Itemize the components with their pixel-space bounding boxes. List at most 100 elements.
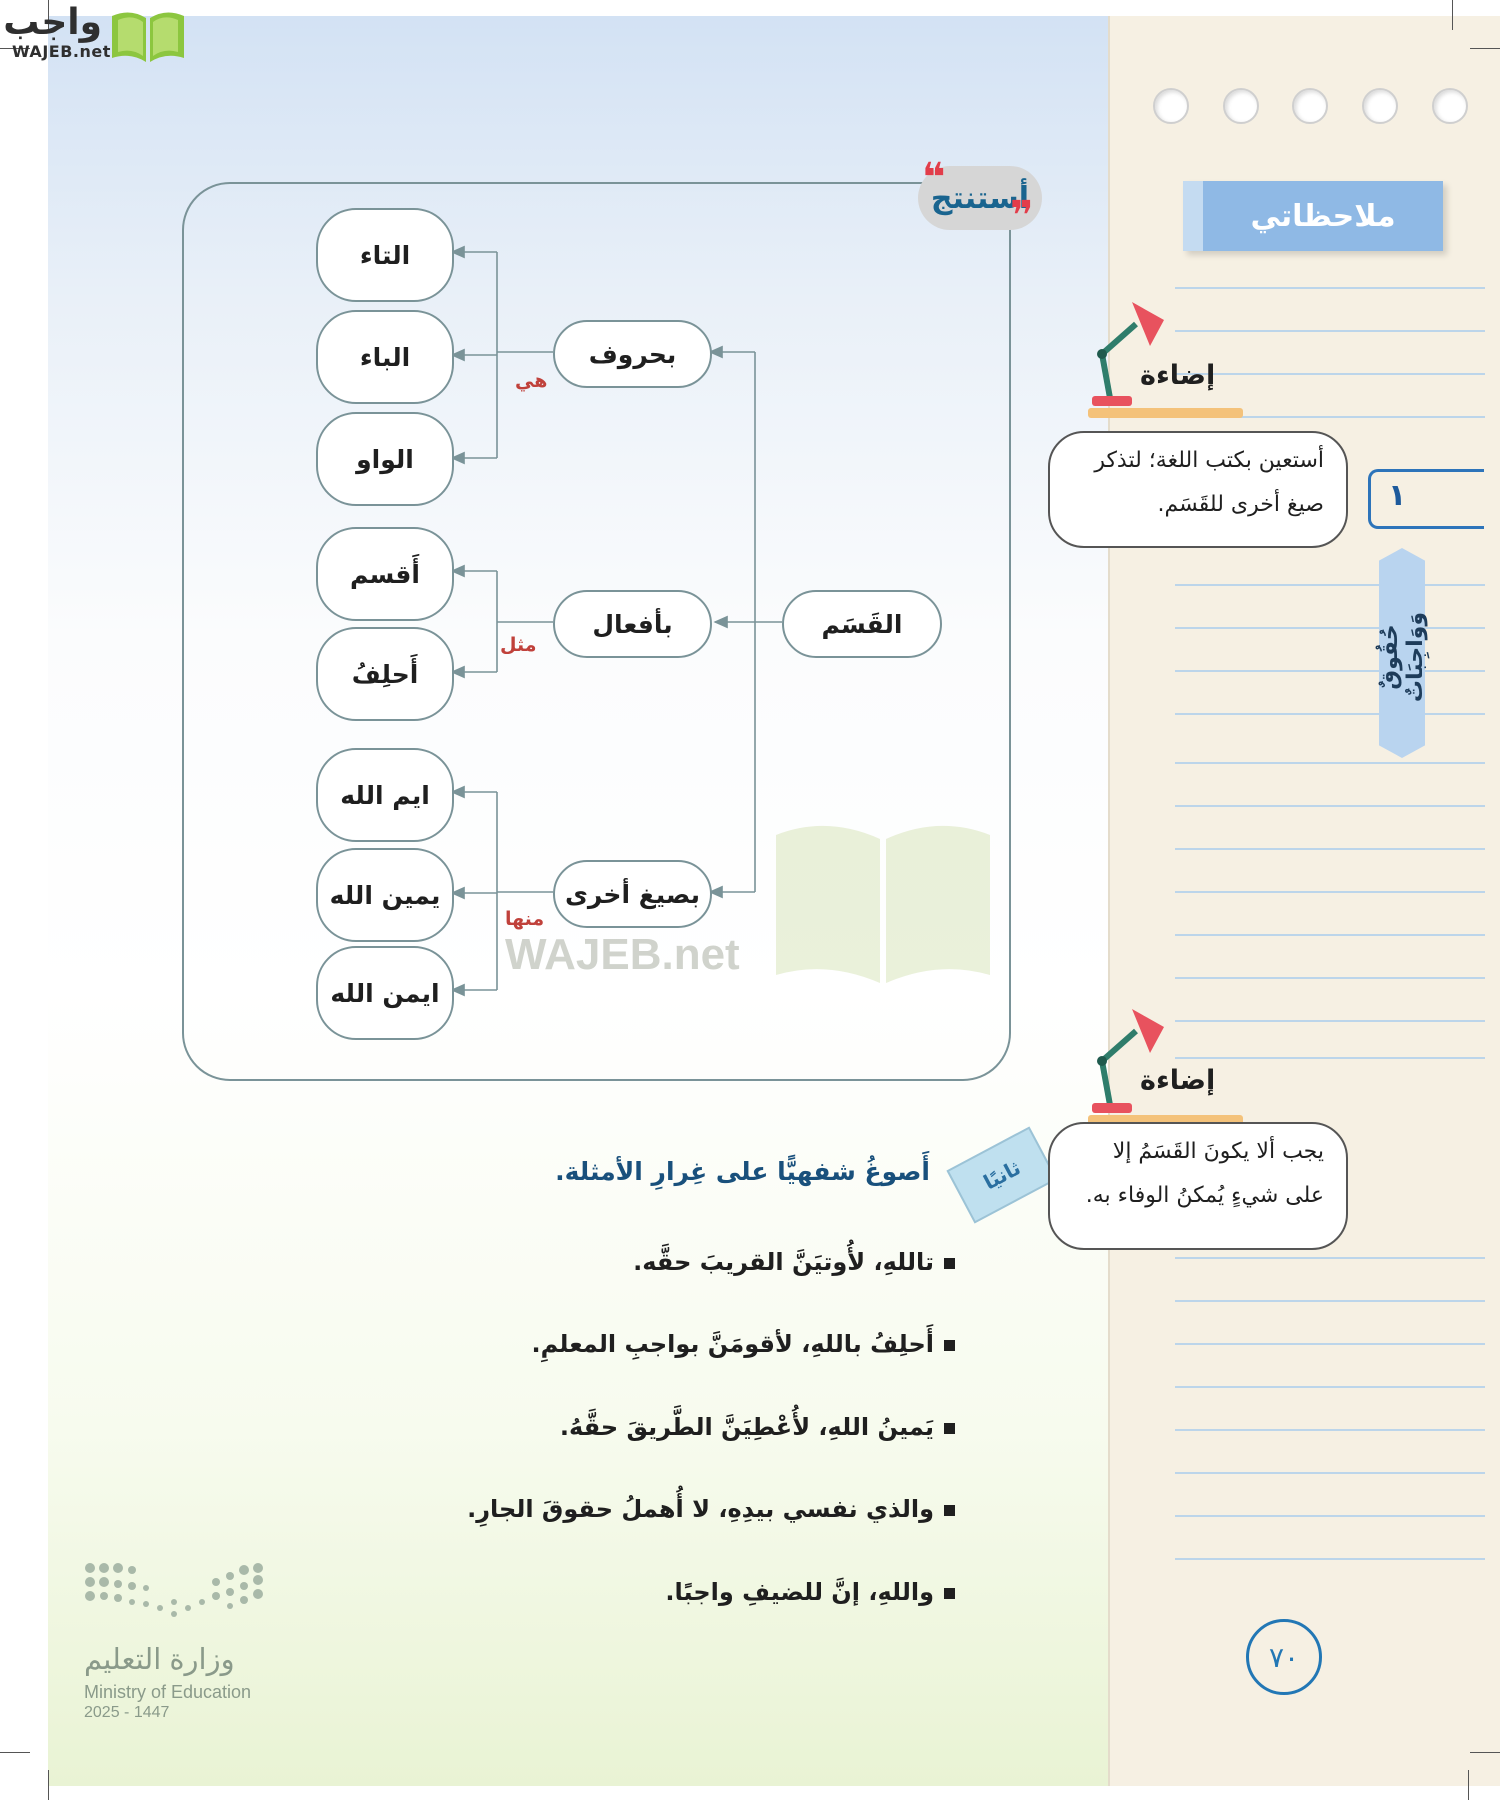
crop-mark bbox=[1470, 48, 1500, 49]
root-node: القَسَم bbox=[782, 590, 942, 658]
example-item: واللهِ، إنَّ للضيفِ واجبًا. bbox=[665, 1578, 955, 1606]
quote-open-icon: ❝ bbox=[922, 155, 946, 201]
conclude-label: أستنتج bbox=[930, 180, 1030, 216]
example-item: يَمينُ اللهِ، لأُعْطِيَنَّ الطَّريقَ حقَ… bbox=[560, 1413, 955, 1441]
notes-line bbox=[1175, 1343, 1485, 1345]
notes-line bbox=[1175, 1429, 1485, 1431]
notes-line bbox=[1175, 584, 1485, 586]
leaf-node: يمين الله bbox=[316, 848, 454, 942]
tip-label: إضاءة bbox=[1140, 360, 1216, 391]
tip-text-line: يجب ألا يكونَ القَسَمُ إلا bbox=[1112, 1139, 1324, 1164]
binder-hole-icon bbox=[1292, 88, 1328, 124]
tip-label: إضاءة bbox=[1140, 1065, 1216, 1096]
notes-line bbox=[1175, 330, 1485, 332]
binder-hole-icon bbox=[1153, 88, 1189, 124]
unit-marker bbox=[1368, 469, 1484, 529]
unit-tab bbox=[1379, 548, 1425, 758]
tip-text-line: صيغ أخرى للقَسَم. bbox=[1157, 492, 1324, 517]
example-text: والذي نفسي بيدِهِ، لا أُهملُ حقوقَ الجار… bbox=[467, 1495, 934, 1523]
binder-hole-icon bbox=[1362, 88, 1398, 124]
section-title: أَصوغُ شفهيًّا على غِرارِ الأمثلة. bbox=[555, 1157, 930, 1186]
leaf-node: الواو bbox=[316, 412, 454, 506]
notes-title: ملاحظاتي bbox=[1183, 181, 1443, 251]
notes-panel bbox=[1108, 16, 1500, 1786]
leaf-node: الباء bbox=[316, 310, 454, 404]
notes-line bbox=[1175, 287, 1485, 289]
bullet-icon bbox=[944, 1504, 955, 1516]
branch-node-letters: بحروف bbox=[553, 320, 712, 388]
notes-line bbox=[1175, 416, 1485, 418]
example-text: يَمينُ اللهِ، لأُعْطِيَنَّ الطَّريقَ حقَ… bbox=[559, 1413, 934, 1441]
bullet-icon bbox=[944, 1257, 955, 1269]
notes-line bbox=[1175, 934, 1485, 936]
unit-number: ١ bbox=[1388, 478, 1407, 513]
notes-line bbox=[1175, 1558, 1485, 1560]
ministry-english: Ministry of Education bbox=[84, 1682, 252, 1702]
notes-line bbox=[1175, 1472, 1485, 1474]
example-item: أَحلِفُ باللهِ، لأقومَنَّ بواجبِ المعلمِ… bbox=[531, 1330, 955, 1358]
desk-lamp-icon bbox=[1092, 302, 1164, 406]
example-item: تاللهِ، لأُوتيَنَّ القريبَ حقَّه. bbox=[633, 1248, 955, 1276]
leaf-node: أَقسم bbox=[316, 527, 454, 621]
relation-label: هي bbox=[515, 370, 548, 392]
unit-title: حُقُوقٌ وَوَاجِبَاتٌ bbox=[1378, 611, 1428, 703]
branch-node-verbs: بأفعال bbox=[553, 590, 712, 658]
notes-line bbox=[1175, 1515, 1485, 1517]
watermark-text: WAJEB.net bbox=[505, 930, 740, 979]
notes-line bbox=[1175, 373, 1485, 375]
notes-line bbox=[1175, 891, 1485, 893]
notes-line bbox=[1175, 1300, 1485, 1302]
notes-line bbox=[1175, 1386, 1485, 1388]
binder-hole-icon bbox=[1223, 88, 1259, 124]
tip-text-line: أستعين بكتب اللغة؛ لتذكر bbox=[1094, 448, 1324, 473]
notes-line bbox=[1175, 805, 1485, 807]
crop-mark bbox=[48, 0, 49, 30]
notes-line bbox=[1175, 848, 1485, 850]
crop-mark bbox=[48, 1770, 49, 1800]
book-icon bbox=[112, 12, 184, 63]
notes-line bbox=[1175, 1257, 1485, 1259]
example-text: أَحلِفُ باللهِ، لأقومَنَّ بواجبِ المعلمِ… bbox=[531, 1330, 934, 1358]
notes-line bbox=[1175, 1057, 1485, 1059]
notes-line bbox=[1175, 670, 1485, 672]
conclusion-frame bbox=[182, 182, 1011, 1081]
desk-lamp-icon bbox=[1092, 1009, 1164, 1113]
branch-node-other-forms: بصيغ أخرى bbox=[553, 860, 712, 928]
crop-mark bbox=[0, 48, 30, 49]
leaf-node: ايم الله bbox=[316, 748, 454, 842]
quote-close-icon: ❞ bbox=[1010, 193, 1034, 239]
bullet-icon bbox=[944, 1339, 955, 1351]
notes-line bbox=[1175, 762, 1485, 764]
notes-line bbox=[1175, 713, 1485, 715]
tip-box: أستعين بكتب اللغة؛ لتذكر صيغ أخرى للقَسَ… bbox=[1048, 431, 1348, 548]
relation-label: مثل bbox=[500, 634, 537, 656]
crop-mark bbox=[1452, 0, 1453, 30]
leaf-node: ايمن الله bbox=[316, 946, 454, 1040]
tip-bar bbox=[1088, 408, 1243, 418]
tip-bar bbox=[1088, 1115, 1243, 1125]
binder-hole-icon bbox=[1432, 88, 1468, 124]
page-number: ٧٠ bbox=[1246, 1619, 1322, 1695]
relation-label: منها bbox=[505, 908, 545, 930]
ministry-arabic: وزارة التعليم bbox=[84, 1644, 235, 1676]
notes-line bbox=[1175, 1020, 1485, 1022]
notes-line bbox=[1175, 627, 1485, 629]
ministry-dots-logo bbox=[85, 1563, 263, 1617]
crop-mark bbox=[0, 1752, 30, 1753]
logo-arabic: واجب bbox=[3, 2, 102, 43]
tip-text-line: على شيءٍ يُمكنُ الوفاء به. bbox=[1085, 1183, 1324, 1208]
bullet-icon bbox=[944, 1422, 955, 1434]
crop-mark bbox=[1470, 1752, 1500, 1753]
leaf-node: التاء bbox=[316, 208, 454, 302]
example-text: تاللهِ، لأُوتيَنَّ القريبَ حقَّه. bbox=[633, 1248, 934, 1276]
ministry-year: 2025 - 1447 bbox=[84, 1704, 170, 1721]
crop-mark bbox=[1468, 1770, 1469, 1800]
logo-latin: WAJEB.net bbox=[12, 42, 111, 61]
bullet-icon bbox=[944, 1587, 955, 1599]
example-item: والذي نفسي بيدِهِ، لا أُهملُ حقوقَ الجار… bbox=[467, 1495, 955, 1523]
leaf-node: أَحلِفُ bbox=[316, 627, 454, 721]
conclude-badge: أستنتج bbox=[918, 166, 1042, 230]
watermark-book-icon bbox=[776, 825, 990, 983]
example-text: واللهِ، إنَّ للضيفِ واجبًا. bbox=[665, 1578, 934, 1606]
